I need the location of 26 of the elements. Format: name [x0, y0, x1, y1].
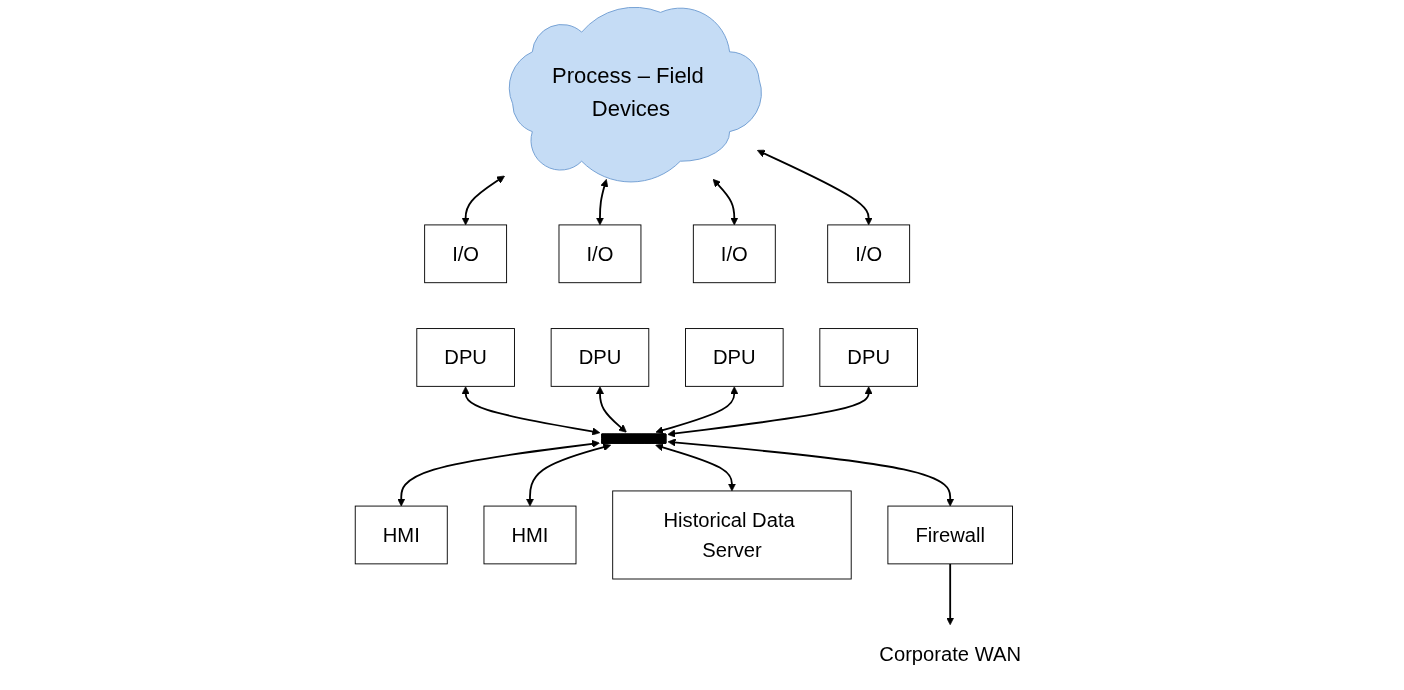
arrow	[596, 179, 609, 226]
node-box: DPU	[685, 328, 784, 387]
arrow	[757, 149, 873, 226]
arrow	[526, 443, 612, 507]
node-box: Historical Data Server	[612, 490, 852, 580]
node-box: DPU	[550, 328, 650, 387]
arrow	[596, 386, 627, 433]
node-box: HMI	[483, 505, 577, 565]
arrow	[712, 178, 739, 226]
node-box: I/O	[558, 224, 642, 284]
node-box: I/O	[424, 224, 508, 284]
arrow	[946, 562, 955, 626]
node-box: HMI	[354, 505, 448, 565]
arrow	[667, 386, 873, 438]
arrow	[461, 175, 506, 226]
arrow	[667, 438, 955, 507]
arrow	[655, 386, 739, 435]
arrow	[397, 439, 600, 507]
arrow	[461, 386, 601, 436]
node-box: Firewall	[887, 505, 1014, 565]
node-box: DPU	[416, 328, 515, 387]
arrow	[655, 443, 737, 492]
node-box: I/O	[693, 224, 776, 284]
node-box: I/O	[827, 224, 911, 284]
node-text: Corporate WAN	[879, 642, 1022, 666]
node-box: DPU	[819, 328, 919, 387]
